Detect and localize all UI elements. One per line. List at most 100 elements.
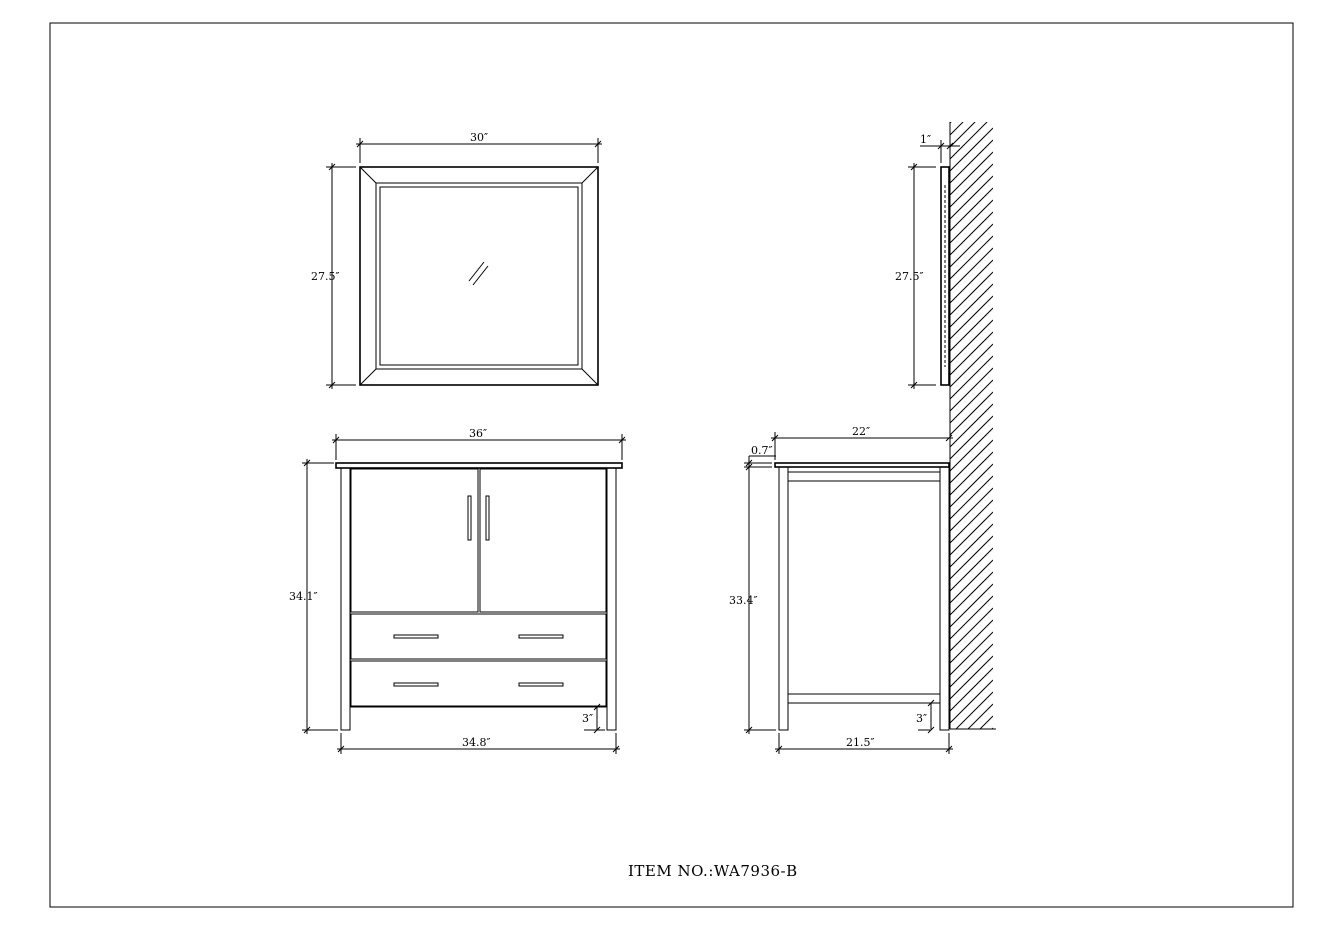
vanity-side-height-label: 33.4″ (729, 594, 758, 607)
wall-hatch-line (979, 715, 993, 729)
vanity-front-toe-label: 3″ (582, 712, 593, 725)
wall-hatch-line (950, 667, 993, 712)
front-leg (778, 466, 789, 731)
drawing-border (49, 22, 1294, 908)
wall-hatch-line (950, 619, 993, 664)
wall-hatch-line (950, 223, 993, 268)
wall-hatch-line (950, 655, 993, 700)
wall-hatch-line (950, 163, 993, 208)
wall-hatch-line (950, 391, 993, 436)
wall-hatch-line (950, 151, 993, 196)
vanity-top-depth-label: 22″ (852, 425, 870, 438)
wall-hatch-line (950, 127, 993, 172)
wall-hatch-line (955, 691, 993, 729)
wall-hatch-line (950, 367, 993, 412)
vanity-countertop (335, 462, 623, 469)
glass-mark (468, 261, 485, 282)
wall-hatch-line (950, 679, 993, 724)
wall-hatch-line (950, 511, 993, 556)
vanity-top-width-label: 36″ (469, 427, 487, 440)
wall-hatch-line (950, 583, 993, 628)
wall-hatch-line (950, 355, 993, 400)
right-door (479, 468, 607, 613)
right-leg (606, 467, 617, 731)
wall-hatch-line (950, 403, 993, 448)
wall-hatch-line (967, 703, 993, 729)
wall-hatch-line (950, 643, 993, 688)
left-leg (340, 467, 351, 731)
left-door-handle (467, 495, 472, 541)
wall-section (949, 122, 996, 819)
wall-hatch-line (950, 451, 993, 496)
wall-hatch-line (950, 122, 988, 160)
wall-hatch-line (950, 499, 993, 544)
wall-hatch-line (950, 607, 993, 652)
vanity-bottom-width-label: 34.8″ (462, 736, 491, 749)
wall-hatch-line (950, 559, 993, 604)
wall-hatch-line (950, 379, 993, 424)
back-leg (939, 466, 950, 731)
wall-hatch-line (950, 415, 993, 460)
wall-hatch-line (950, 319, 993, 364)
wall-hatch-line (950, 764, 993, 807)
wall-hatch-line (950, 439, 993, 484)
wall-hatch-line (950, 247, 993, 292)
wall-hatch-line (950, 187, 993, 232)
right-door-handle (485, 495, 490, 541)
wall-hatch-line (950, 752, 993, 795)
mirror-side-height-label: 27.5″ (895, 270, 924, 283)
wall-hatch-line (950, 475, 993, 520)
wall-hatch-line (950, 271, 993, 316)
wall-hatch-line (950, 487, 993, 532)
bottom-rail (787, 693, 941, 704)
vanity-height-label: 34.1″ (289, 590, 318, 603)
wall-hatch-line (950, 776, 993, 819)
wall-hatch-line (950, 122, 964, 136)
wall-hatch-line (950, 307, 993, 352)
vanity-front-view: 36″ 34.1″ 3″ 34.8″ (289, 427, 626, 754)
wall-hatch-line (950, 122, 952, 124)
wall-hatch-line (950, 175, 993, 220)
mirror-front-view: 30″ 27.5″ (311, 131, 602, 389)
mirror-depth-label: 1″ (920, 133, 931, 146)
wall-hatch-line (950, 523, 993, 568)
mirror-height-label: 27.5″ (311, 270, 340, 283)
wall-hatch-line (950, 463, 993, 508)
wall-hatch-line (950, 595, 993, 640)
wall-hatch-line (950, 295, 993, 340)
drawer-pull (393, 682, 439, 687)
vanity-bottom-depth-label: 21.5″ (846, 736, 875, 749)
mirror-side-view: 1″ 27.5″ (895, 133, 960, 389)
wall-hatch-line (950, 427, 993, 472)
drawer-pull (518, 634, 564, 639)
vanity-side-view: 22″ 0.7″ 33.4″ 3″ 21.5″ (729, 425, 953, 754)
wall-hatch-line (950, 122, 976, 148)
wall-hatch-line (950, 259, 993, 304)
vanity-side-countertop (774, 462, 950, 468)
wall-hatch-line (950, 139, 993, 184)
wall-hatch-line (950, 631, 993, 676)
top-rail (787, 471, 941, 482)
drawer-pull (518, 682, 564, 687)
mirror-width-label: 30″ (470, 131, 488, 144)
vanity-side-toe-label: 3″ (916, 712, 927, 725)
wall-hatch-line (950, 199, 993, 244)
wall-hatch-line (950, 547, 993, 592)
wall-hatch-line (950, 740, 993, 783)
drawer-pull (393, 634, 439, 639)
wall-hatch-line (950, 283, 993, 328)
vanity-top-thickness-label: 0.7″ (751, 444, 773, 457)
wall-hatch-line (991, 727, 993, 729)
bottom-drawer (350, 660, 607, 707)
wall-hatch-line (950, 211, 993, 256)
wall-hatch-line (950, 571, 993, 616)
top-drawer (350, 613, 607, 660)
left-door (350, 468, 479, 613)
wall-hatch-line (950, 535, 993, 580)
wall-hatch-line (950, 331, 993, 376)
item-number: ITEM NO.:WA7936-B (628, 862, 798, 880)
wall-hatch-line (950, 343, 993, 388)
wall-hatch-line (950, 235, 993, 280)
